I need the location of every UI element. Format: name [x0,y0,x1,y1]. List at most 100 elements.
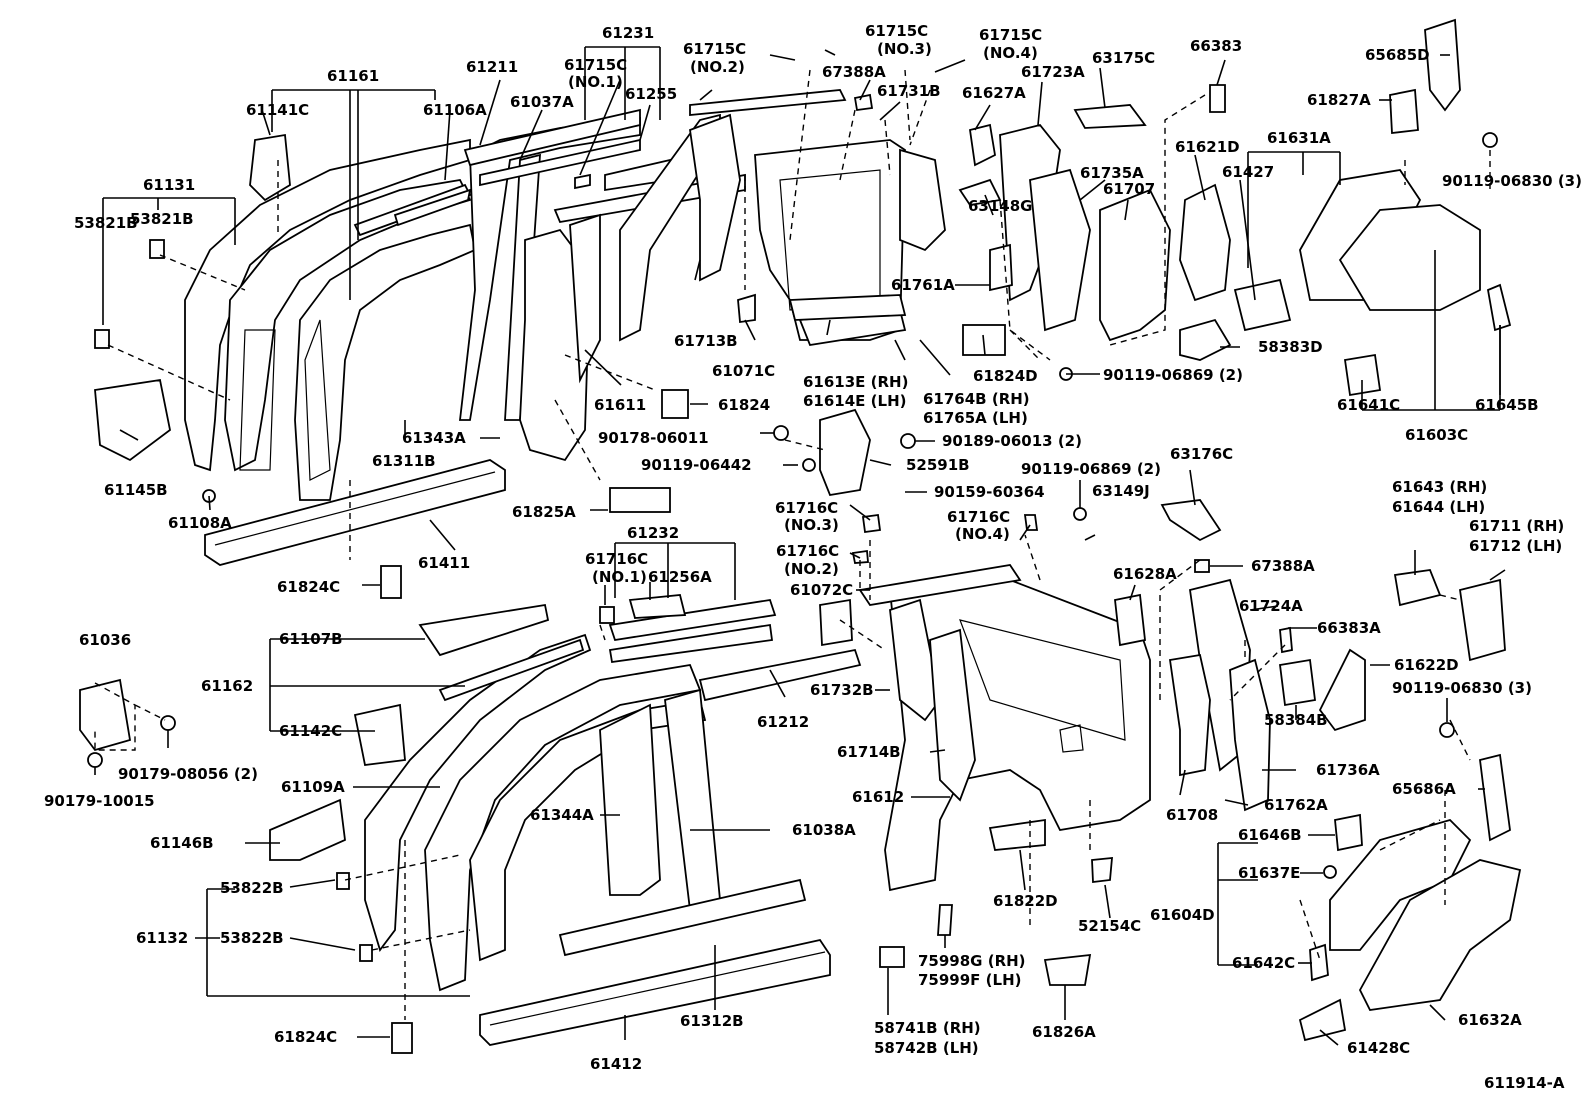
part-callout: 61716C [776,542,839,560]
part-callout: 53822B [220,879,284,897]
leader-lines [94,46,1506,1046]
part-callout: 58741B (RH) [874,1019,981,1037]
part-callout: 61072C [790,581,853,599]
part-callout: 90178-06011 [598,429,709,447]
part-callout: 61715C [564,56,627,74]
part-callout: 61764B (RH) [923,390,1030,408]
part-callout: 90119-06830 (3) [1392,679,1532,697]
diagram-id: 611914-A [1484,1074,1565,1092]
part-callout: 61141C [246,101,309,119]
part-callout: 61255 [625,85,677,103]
lower-right-wheelhouse [1168,559,1522,1042]
part-callout: 61145B [104,481,168,499]
part-callout: 61628A [1113,565,1177,583]
part-callout: 61731B [877,82,941,100]
line-art [79,18,1522,1054]
part-callout: 61713B [674,332,738,350]
part-callout: (NO.1) [592,568,647,586]
part-callout: 61107B [279,630,343,648]
part-callout: (NO.4) [983,44,1038,62]
part-callout: 52154C [1078,917,1141,935]
part-callout: 61622D [1394,656,1459,674]
part-callout: 61627A [962,84,1026,102]
part-callout: 61732B [810,681,874,699]
part-callout: 61712 (LH) [1469,537,1562,555]
part-callout: 61411 [418,554,470,572]
part-callout: 61644 (LH) [1392,498,1485,516]
part-callout: 61428C [1347,1039,1410,1057]
part-callout: 61736A [1316,761,1380,779]
part-callout: 90179-10015 [44,792,155,810]
part-callout: 61711 (RH) [1469,517,1564,535]
part-callout: 61109A [281,778,345,796]
part-callout: 61716C [585,550,648,568]
part-callout: 61231 [602,24,654,42]
part-callout: 61735A [1080,164,1144,182]
part-callout: 61824D [973,367,1038,385]
part-callout: 61108A [168,514,232,532]
part-callout: 61641C [1337,396,1400,414]
part-callout: 61715C [865,22,928,40]
part-callout: (NO.4) [955,525,1010,543]
part-callout: 61716C [775,499,838,517]
part-callout: 75998G (RH) [918,952,1026,970]
part-callout: 67388A [822,63,886,81]
part-callout: 61642C [1232,954,1295,972]
part-callout: 61038A [792,821,856,839]
part-callout: 61344A [530,806,594,824]
part-callout: 90119-06869 (2) [1103,366,1243,384]
part-callout: 61724A [1239,597,1303,615]
part-callout: 61827A [1307,91,1371,109]
part-callout: 61714B [837,743,901,761]
part-callout: 63148G [968,197,1033,215]
part-callout: 61761A [891,276,955,294]
part-callout: 61715C [979,26,1042,44]
upper-center-pillars [519,113,741,462]
part-callout: 58742B (LH) [874,1039,979,1057]
part-callout: (NO.1) [568,73,623,91]
upper-right-panels [999,18,1512,397]
part-callout: 67388A [1251,557,1315,575]
part-callout: 61716C [947,508,1010,526]
part-callout: 61707 [1103,180,1155,198]
part-callout: 61412 [590,1055,642,1073]
part-callout: 53822B [220,929,284,947]
part-callout: 90119-06442 [641,456,752,474]
part-callout: 61614E (LH) [803,392,906,410]
part-callout: 61708 [1166,806,1218,824]
part-callout: 61643 (RH) [1392,478,1487,496]
part-callout: 52591B [906,456,970,474]
part-callout: 61106A [423,101,487,119]
upper-quarter-inner [754,139,946,347]
part-callout: 66383 [1190,37,1242,55]
part-callout: 61036 [79,631,131,649]
part-callout: 65686A [1392,780,1456,798]
part-callout: 90189-06013 (2) [942,432,1082,450]
part-callout: 53821B [130,210,194,228]
part-callout: 75999F (LH) [918,971,1021,989]
part-callout: (NO.2) [690,58,745,76]
upper-rocker-sill [94,133,506,566]
part-callout: 61631A [1267,129,1331,147]
part-callout: 61037A [510,93,574,111]
upper-hardware [94,93,1498,599]
upper-body-side-panel [184,116,641,501]
part-callout: 63149J [1092,482,1150,500]
part-callout: 61142C [279,722,342,740]
part-callout: 66383A [1317,619,1381,637]
part-callout: 61256A [648,568,712,586]
part-callout: 61311B [372,452,436,470]
part-callout: 58384B [1264,711,1328,729]
part-callout: 90119-06869 (2) [1021,460,1161,478]
part-callout: 61612 [852,788,904,806]
part-callout: 61162 [201,677,253,695]
part-callout: 58383D [1258,338,1323,356]
part-callout: 61343A [402,429,466,447]
part-callout: 61427 [1222,163,1274,181]
part-callout: 61232 [627,524,679,542]
part-callout: 61211 [466,58,518,76]
part-callout: (NO.2) [784,560,839,578]
part-callout: 65685D [1365,46,1430,64]
part-callout: 61071C [712,362,775,380]
